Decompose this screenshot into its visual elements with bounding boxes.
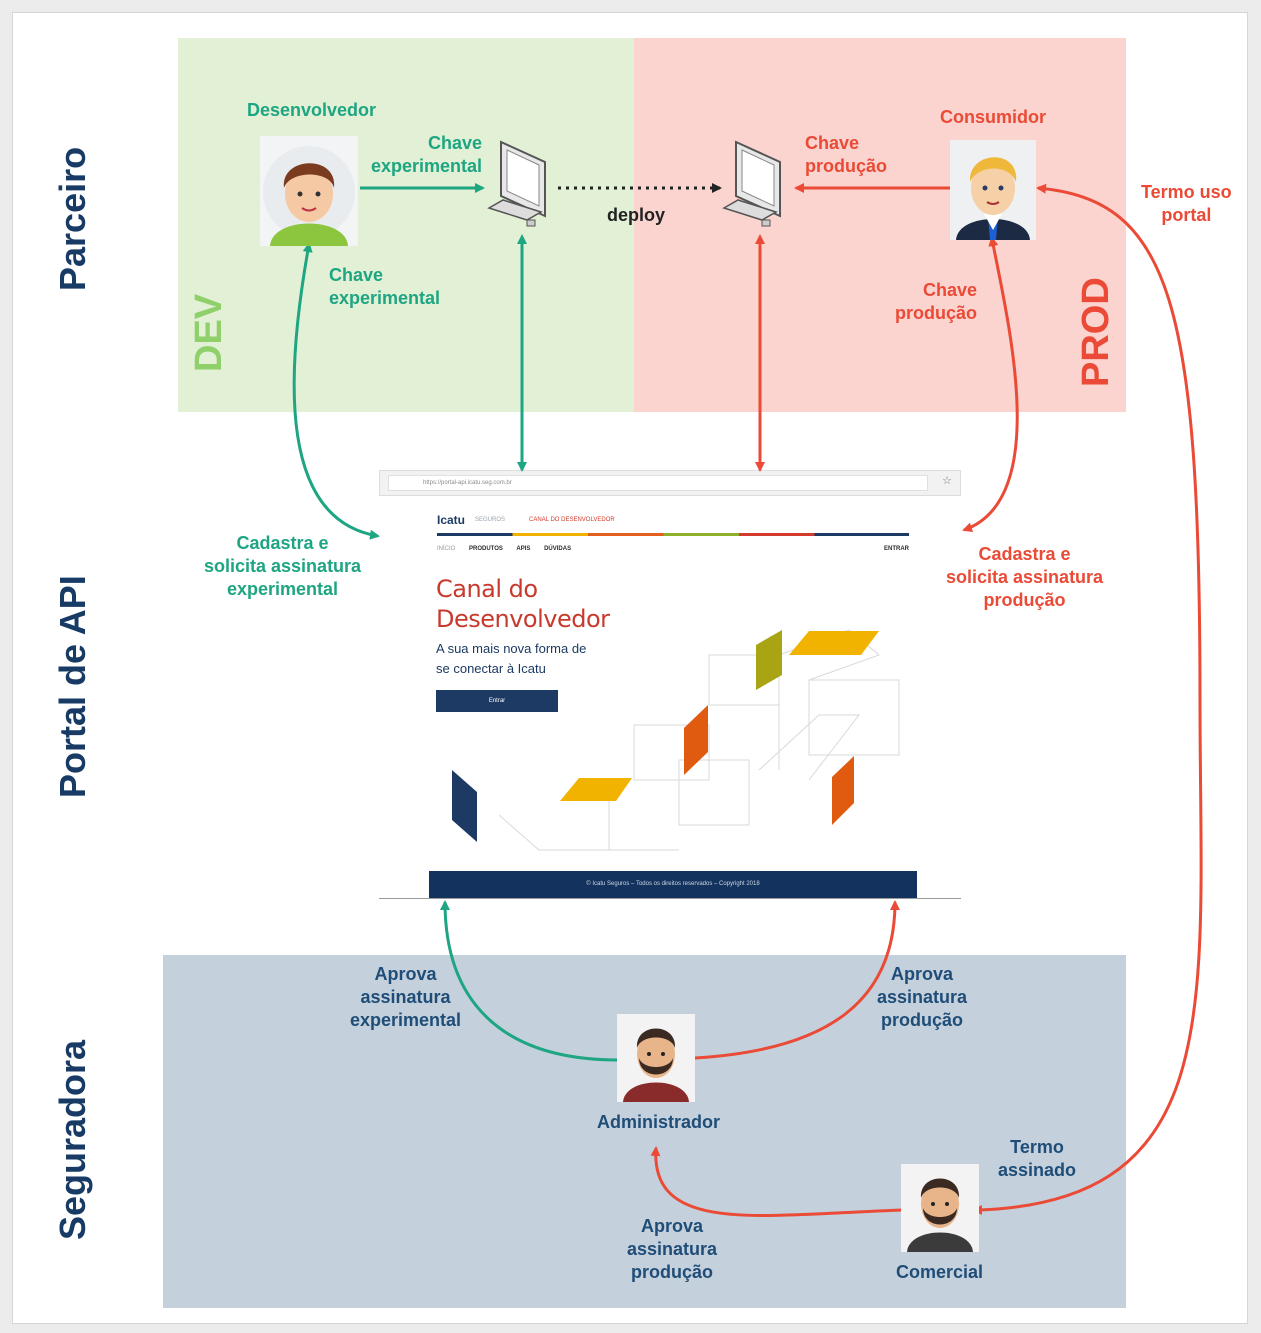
icatu-logo-sub: SEGUROS [475,517,506,523]
portal-baseline [379,898,961,899]
actor-consumidor: Consumidor [940,107,1046,127]
menu-item-produtos: PRODUTOS [469,546,503,552]
arrow-termo-uso [972,183,1203,1215]
arrow-admin-approve-exp [440,900,619,1062]
label-aprova-exp: Aprova assinatura experimental [350,964,462,1030]
menu-item-entrar: ENTRAR [884,546,909,552]
label-chave-prod-right: Chave produção [895,280,978,323]
label-deploy: deploy [607,205,666,225]
portal-screenshot: https://portal-api.icatu.seg.com.br ☆ Ic… [379,470,961,902]
label-cadastra-prod: Cadastra e solicita assinatura produção [946,544,1104,610]
menu-item-duvidas: DÚVIDAS [544,546,572,552]
portal-cubes-illustration [452,629,900,851]
menu-item-apis: APIS [516,546,531,552]
arrow-dev-portal [292,242,380,540]
url-field: https://portal-api.icatu.seg.com.br [388,475,928,491]
label-termo-assinado: Termo assinado [998,1137,1077,1180]
portal-subtitle: A sua mais nova forma de se conectar à I… [436,641,587,676]
actor-administrador: Administrador [597,1112,721,1132]
color-stripe [437,533,909,536]
label-chave-exp-top: Chave experimental [371,133,483,176]
label-chave-prod-top: Chave produção [805,133,888,176]
portal-top-tag: CANAL DO DESENVOLVEDOR [529,517,615,523]
icatu-logo: Icatu [437,513,466,527]
portal-menu: INÍCIO PRODUTOS APIS DÚVIDAS ENTRAR [437,546,909,556]
label-chave-exp-left: Chave experimental [329,265,441,308]
consumidor-avatar [950,140,1036,240]
label-termo-uso: Termo uso portal [1141,182,1232,225]
arrow-admin-approve-prod [694,900,900,1060]
bookmark-star-icon: ☆ [942,475,952,487]
portal-enter-button: Entrar [436,690,558,712]
prod-computer-icon [722,140,781,227]
dev-computer-icon [487,140,546,227]
browser-url-bar: https://portal-api.icatu.seg.com.br ☆ [379,470,961,496]
label-aprova-prod-right: Aprova assinatura produção [877,964,968,1030]
actor-comercial: Comercial [896,1262,984,1282]
label-aprova-prod-bottom: Aprova assinatura produção [627,1216,718,1282]
portal-footer: © Icatu Seguros – Todos os direitos rese… [429,871,917,898]
actor-desenvolvedor: Desenvolvedor [247,100,377,120]
portal-title: Canal do Desenvolvedor [436,575,610,633]
arrow-comercial-to-admin [650,1146,903,1218]
comercial-avatar [901,1164,979,1252]
desenvolvedor-avatar [260,136,358,246]
label-cadastra-exp: Cadastra e solicita assinatura experimen… [204,533,362,599]
administrador-avatar [617,1014,695,1102]
menu-item-inicio: INÍCIO [437,546,456,552]
dev-zone [178,38,634,412]
